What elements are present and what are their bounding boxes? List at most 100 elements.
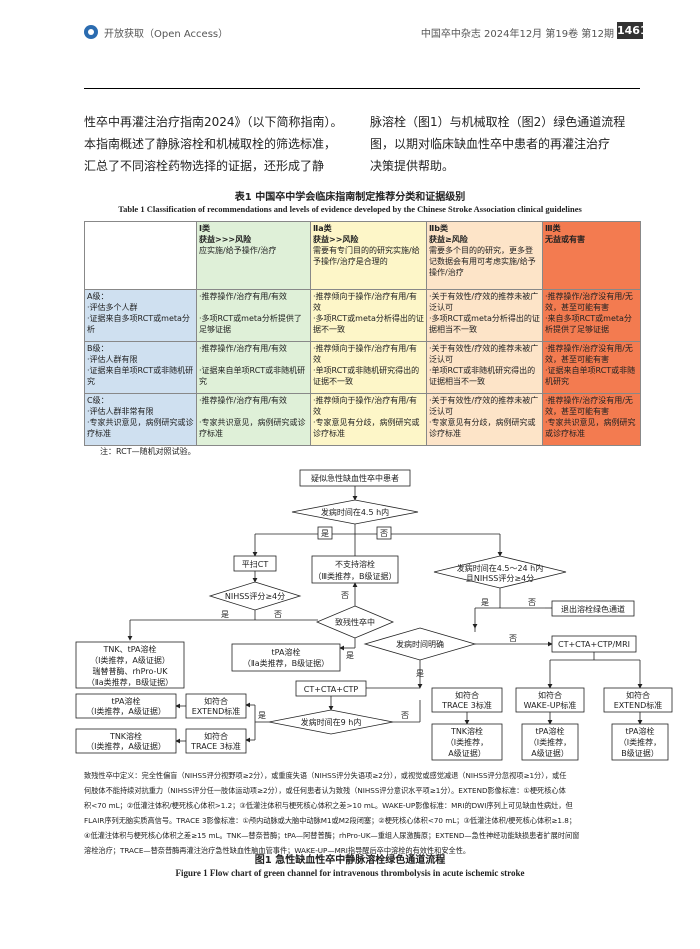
table-caption-en: Table 1 Classification of recommendation… (118, 204, 582, 214)
flowchart: 疑似急性缺血性卒中患者 发病时间在4.5 h内 是 否 平扫CT 不支持溶栓 （… (75, 469, 673, 761)
flow-d-45-24-line: 发病时间在4.5～24 h内 (457, 563, 544, 573)
class-title: Ⅲ类 (545, 224, 561, 233)
flow-tnk-left-line: TNK溶栓 (109, 731, 142, 741)
table-row: B级： ·评估人群有限 ·证据来自单项RCT或非随机研究 ·推荐操作/治疗有用/… (84, 341, 641, 394)
tpa-left-box (75, 693, 177, 719)
class-2b-header: Ⅱb类 获益≥风险 需要多个目的的研究，更多登记数据会有用可考虑实施/给予操作/… (426, 221, 543, 290)
text-line: 图，以期对临床缺血性卒中患者的再灌注治疗 (370, 137, 611, 151)
flow-no-label: 否 (528, 598, 536, 607)
class-desc: 需要有专门目的的研究实施/给予操作/治疗是合理的 (313, 246, 420, 266)
level-line: ·评估多个人群 (87, 303, 138, 312)
tnk-tpa-box (75, 641, 185, 689)
table-row: A级： ·评估多个人群 ·证据来自多项RCT或meta分析 ·推荐操作/治疗有用… (84, 289, 641, 342)
evidence-table: Ⅰ类 获益>>>风险 应实施/给予操作/治疗 Ⅱa类 获益>>风险 需要有专门目… (84, 221, 641, 446)
text-line: 汇总了不同溶栓药物选择的证据，还形成了静 (84, 159, 325, 173)
note-line: 致残性卒中定义：完全性偏盲（NIHSS评分视野项≥2分），或重度失语（NIHSS… (84, 771, 567, 780)
flow-yes-label: 是 (346, 651, 354, 660)
table-row: C级： ·评估人群非常有限 ·专家共识意见，病例研究或诊疗标准 ·推荐操作/治疗… (84, 393, 641, 446)
open-access-icon (84, 25, 98, 39)
flow-tpa1-line: （Ⅱa类推荐，B级证据） (243, 658, 329, 668)
flow-no-label: 否 (380, 529, 388, 538)
flow-extend1-line: 如符合 (204, 696, 228, 706)
table-cell: ·推荐倾向于操作/治疗有用/有效·单项RCT或非随机研究得出的证据不一致 (310, 341, 427, 394)
class-title: Ⅱa类 (313, 224, 332, 233)
table-caption-cn: 表1 中国卒中学会临床指南制定推荐分类和证据级别 (234, 192, 466, 203)
tpa-bottom-box-2 (611, 723, 669, 761)
table-corner (84, 221, 197, 290)
figure-caption-en: Figure 1 Flow chart of green channel for… (175, 868, 525, 878)
level-line: ·证据来自多项RCT或meta分析 (87, 314, 190, 334)
flow-yes-label: 是 (321, 529, 329, 538)
flow-tpa-b1-line: tPA溶栓 (536, 726, 565, 736)
flow-ct-mri-label: CT+CTA+CTP/MRI (558, 640, 630, 649)
flow-no-label: 否 (401, 711, 409, 720)
flow-no-label: 否 (509, 634, 517, 643)
not-support-box (311, 555, 399, 584)
flow-not-support-line: 不支持溶栓 (335, 559, 375, 569)
flow-trace2-line: TRACE 3标准 (441, 700, 492, 710)
table-cell: ·推荐倾向于操作/治疗有用/有效·专家意见有分歧，病例研究或诊疗标准 (310, 393, 427, 446)
note-line: 溶栓治疗；TRACE—替奈普酶再灌注治疗急性缺血性脑血管事件；WAKE-UP—M… (84, 846, 471, 855)
level-line: ·评估人群有限 (87, 355, 138, 364)
level-title: B级： (87, 344, 109, 353)
tnk-bottom-box (431, 723, 503, 761)
level-b-header: B级： ·评估人群有限 ·证据来自单项RCT或非随机研究 (84, 341, 197, 394)
flow-trace1-line: TRACE 3标准 (190, 741, 241, 751)
flow-tnk-line: TNK、tPA溶栓 (102, 644, 156, 654)
figure-notes: 致残性卒中定义：完全性偏盲（NIHSS评分视野项≥2分），或重度失语（NIHSS… (84, 768, 640, 858)
flow-no-label: 否 (341, 591, 349, 600)
tnk-left-box (75, 728, 177, 754)
table-cell: ·推荐倾向于操作/治疗有用/有效·多项RCT或meta分析得出的证据不一致 (310, 289, 427, 342)
open-access-label: 开放获取（Open Access） (104, 29, 229, 40)
flow-tpa-b2-line: B级证据） (621, 748, 659, 758)
class-subtitle: 无益或有害 (545, 235, 585, 244)
table-header-row: Ⅰ类 获益>>>风险 应实施/给予操作/治疗 Ⅱa类 获益>>风险 需要有专门目… (84, 221, 641, 290)
flow-wakeup-line: WAKE-UP标准 (524, 700, 577, 710)
flow-tnk-line: 瑞替普酶、rhPro-UK (92, 666, 168, 676)
level-a-header: A级： ·评估多个人群 ·证据来自多项RCT或meta分析 (84, 289, 197, 342)
exit-box (551, 600, 635, 617)
flow-wakeup-line: 如符合 (538, 690, 562, 700)
flow-trace2-line: 如符合 (455, 690, 479, 700)
level-c-header: C级： ·评估人群非常有限 ·专家共识意见，病例研究或诊疗标准 (84, 393, 197, 446)
table-cell: ·推荐操作/治疗有用/有效·多项RCT或meta分析提供了足够证据 (196, 289, 311, 342)
table-cell: ·关于有效性/疗效的推荐未被广泛认可·多项RCT或meta分析得出的证据相当不一… (426, 289, 543, 342)
flow-extend1-line: EXTEND标准 (192, 706, 240, 716)
text-line: 本指南概述了静脉溶栓和机械取栓的筛选标准， (84, 137, 337, 151)
trace-box-1 (185, 728, 247, 754)
extend-box-1 (185, 693, 247, 719)
flow-tnk-bottom-line: TNK溶栓 (450, 726, 483, 736)
flow-yes-label: 是 (481, 598, 489, 607)
flow-tpa-left-line: tPA溶栓 (112, 696, 141, 706)
table-note: 注：RCT—随机对照试验。 (100, 447, 196, 456)
note-line: FLAIR序列无脑实质高信号。TRACE 3影像标准：①颅内动脉或大脑中动脉M1… (84, 816, 577, 825)
page-header: 开放获取（Open Access） 中国卒中杂志 2024年12月 第19卷 第… (0, 0, 700, 44)
flow-d-onset-clear-label: 发病时间明确 (396, 639, 444, 649)
table-cell: ·推荐操作/治疗有用/有效·专家共识意见，病例研究或诊疗标准 (196, 393, 311, 446)
note-line: 何肢体不能持续对抗重力（NIHSS评分任一肢体运动项≥2分），或任何患者认为致残… (84, 786, 566, 795)
flow-tnk-left-line: （Ⅰ类推荐，A级证据） (86, 741, 166, 751)
flow-yes-label: 是 (258, 711, 266, 720)
flow-d-nihss4-label: NIHSS评分≥4分 (225, 592, 285, 601)
tpa-bottom-box-1 (521, 723, 579, 761)
flow-tnk-line: （Ⅰ类推荐，A级证据） (90, 655, 170, 665)
flow-ct-label: CT+CTA+CTP (304, 685, 359, 694)
text-line: 性卒中再灌注治疗指南2024》（以下简称指南）。 (84, 115, 343, 129)
trace-box-2 (431, 687, 503, 713)
table-cell: ·推荐操作/治疗没有用/无效，甚至可能有害·来自多项RCT或meta分析提供了足… (542, 289, 641, 342)
flow-tnk-line: （Ⅱa类推荐，B级证据） (87, 677, 173, 687)
level-line: ·评估人群非常有限 (87, 407, 154, 416)
note-line: ④低灌注体积与梗死核心体积之差≥15 mL。TNK—替奈普酶；tPA—阿替普酶；… (84, 831, 580, 840)
flow-d-onset9-label: 发病时间在9 h内 (301, 717, 362, 727)
level-title: C级： (87, 396, 109, 405)
header-rule (84, 88, 640, 89)
note-line: 积<70 mL；②低灌注体积/梗死核心体积>1.2；③低灌注体积与梗死核心体积之… (84, 801, 573, 810)
flow-tnk-bottom-line: （Ⅰ类推荐， (446, 737, 488, 747)
table-cell: ·推荐操作/治疗没有用/无效，甚至可能有害·证据来自单项RCT或非随机研究 (542, 341, 641, 394)
flow-start-label: 疑似急性缺血性卒中患者 (311, 473, 399, 483)
class-subtitle: 获益>>风险 (313, 235, 359, 244)
level-line: ·专家共识意见，病例研究或诊疗标准 (87, 418, 194, 438)
flow-ping-ct-label: 平扫CT (242, 559, 269, 569)
class-title: Ⅰ类 (199, 224, 210, 233)
class-3-header: Ⅲ类 无益或有害 (542, 221, 641, 290)
